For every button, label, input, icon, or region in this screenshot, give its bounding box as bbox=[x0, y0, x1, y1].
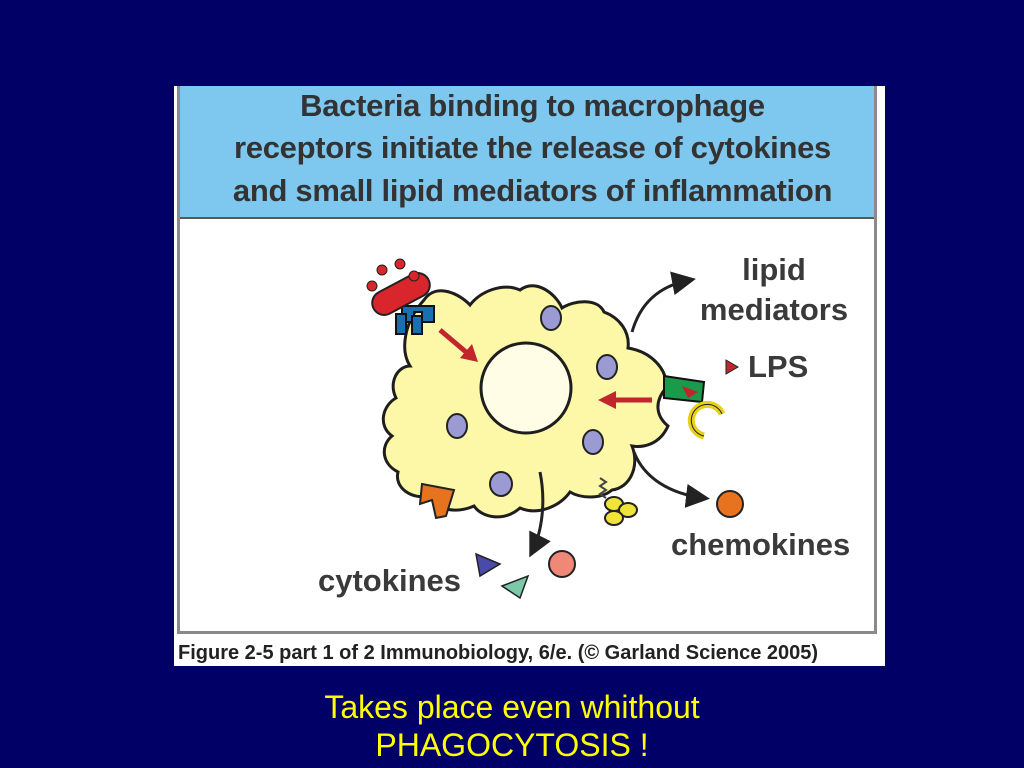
arrow-to-lipid-mediators bbox=[630, 271, 696, 333]
slide-text-line-1: Takes place even whithout bbox=[324, 689, 700, 725]
figure-title-line-2: receptors initiate the release of cytoki… bbox=[233, 130, 831, 165]
macrophage-diagram: lipid mediators LPS chemokines cytokines bbox=[318, 252, 850, 600]
vesicle bbox=[582, 429, 604, 455]
label-lipid: lipid bbox=[742, 252, 806, 287]
receptor-cluster-bottom bbox=[598, 477, 638, 526]
figure-title-line-3: and small lipid mediators of inflammatio… bbox=[232, 173, 833, 208]
figure-panel: Bacteria binding to macrophage receptors… bbox=[174, 86, 885, 666]
vesicles bbox=[446, 305, 618, 497]
figure-title-banner: Bacteria binding to macrophage receptors… bbox=[177, 86, 877, 219]
vesicle bbox=[489, 471, 513, 497]
inward-arrow-left bbox=[438, 328, 478, 362]
slide-text-line-2: PHAGOCYTOSIS ! bbox=[375, 727, 649, 763]
receptor-bacterium-top-left bbox=[366, 258, 435, 335]
chemokine-icon bbox=[716, 490, 744, 518]
label-chemokines: chemokines bbox=[671, 527, 850, 562]
label-mediators: mediators bbox=[700, 292, 848, 327]
lps-triangle-icon bbox=[725, 359, 739, 375]
label-lps: LPS bbox=[748, 349, 808, 384]
cytokine-triangle-purple bbox=[475, 552, 502, 578]
cytokine-circle-pink bbox=[548, 550, 576, 578]
lps-receptor bbox=[663, 374, 706, 404]
nucleus bbox=[479, 341, 573, 435]
inward-arrow-right bbox=[598, 391, 652, 409]
receptor-bottom-left bbox=[418, 482, 456, 520]
figure-title-line-1: Bacteria binding to macrophage bbox=[300, 88, 765, 123]
slide-body-text: Takes place even whithout PHAGOCYTOSIS ! bbox=[0, 688, 1024, 764]
vesicle bbox=[596, 354, 618, 380]
label-cytokines: cytokines bbox=[318, 563, 461, 598]
figure-caption: Figure 2-5 part 1 of 2 Immunobiology, 6/… bbox=[178, 642, 819, 664]
vesicle bbox=[446, 413, 468, 439]
cytokine-triangle-teal bbox=[500, 574, 530, 600]
vesicle bbox=[540, 305, 562, 331]
arrow-to-cytokines bbox=[529, 471, 551, 558]
arrow-to-chemokines bbox=[632, 451, 710, 508]
